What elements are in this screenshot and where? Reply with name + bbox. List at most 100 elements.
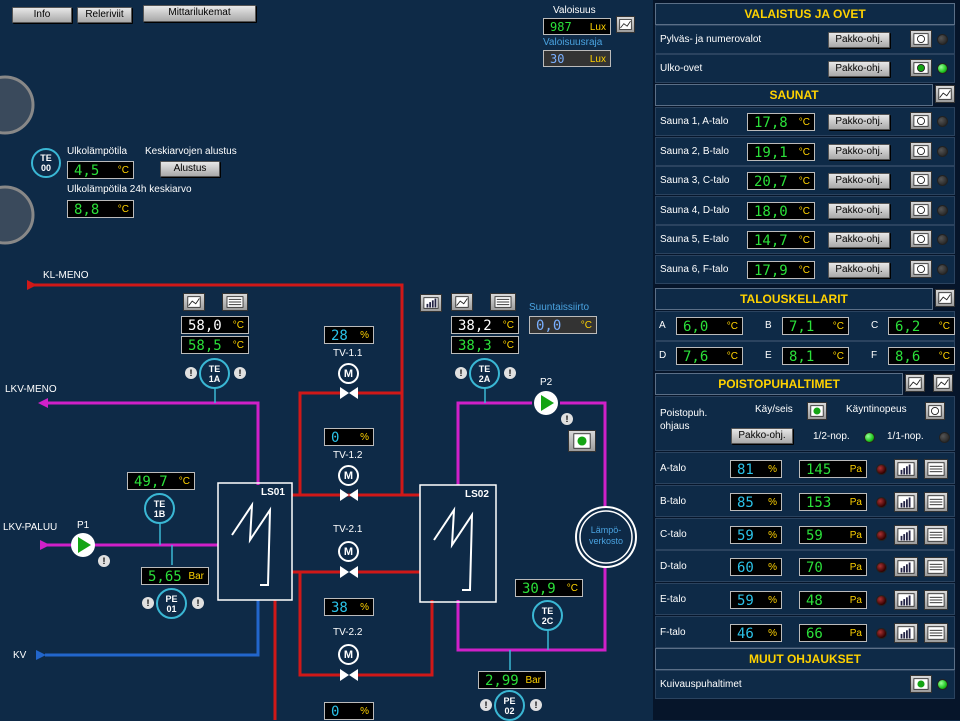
tv21-motor-icon[interactable]: M	[338, 541, 359, 562]
pakko-ohj-button[interactable]: Pakko-ohj.	[828, 114, 890, 130]
alarm-icon[interactable]: !	[455, 367, 467, 379]
alarm-icon[interactable]: !	[185, 367, 197, 379]
trend-icon[interactable]	[451, 293, 473, 311]
pakko-ohj-button[interactable]: Pakko-ohj.	[828, 61, 890, 77]
pakko-ohj-button[interactable]: Pakko-ohj.	[828, 32, 890, 48]
bar-chart-icon[interactable]	[894, 557, 918, 578]
info-button[interactable]: Info	[12, 7, 72, 23]
settings-icon[interactable]	[490, 293, 516, 311]
bar-chart-icon[interactable]	[894, 590, 918, 611]
trend-icon[interactable]	[183, 293, 205, 311]
releet-button[interactable]: Releriviit	[77, 7, 132, 23]
saunat-header: SAUNAT	[655, 84, 933, 106]
alarm-icon[interactable]: !	[561, 413, 573, 425]
settings-icon[interactable]	[924, 459, 948, 479]
power-icon[interactable]	[910, 675, 932, 693]
bar-chart-icon[interactable]	[894, 524, 918, 545]
tv11-motor-icon[interactable]: M	[338, 363, 359, 384]
te2a-bottom-display: 38,3°C	[451, 336, 519, 354]
alarm-icon[interactable]: !	[480, 699, 492, 711]
sauna-temp-display: 14,7°C	[747, 231, 815, 249]
status-led	[937, 63, 948, 74]
clock-icon[interactable]	[910, 259, 932, 278]
kellari-label: A	[659, 320, 666, 331]
alarm-led	[876, 628, 887, 639]
tv11-label: TV-1.1	[333, 348, 363, 359]
clock-icon[interactable]	[910, 200, 932, 219]
pakko-ohj-button[interactable]: Pakko-ohj.	[731, 428, 793, 444]
valve-symbols	[340, 387, 358, 681]
trend-icon[interactable]	[935, 289, 955, 307]
settings-icon[interactable]	[222, 293, 248, 311]
trend-icon[interactable]	[616, 16, 635, 33]
tv12-motor-icon[interactable]: M	[338, 465, 359, 486]
tv21-display: 38%	[324, 598, 374, 616]
bar-chart-icon[interactable]	[894, 491, 918, 512]
bar-chart-icon[interactable]	[420, 294, 442, 312]
clock-icon[interactable]	[910, 59, 932, 77]
kellari-temp-display: 7,6°C	[676, 347, 743, 365]
settings-icon[interactable]	[924, 623, 948, 643]
alarm-icon[interactable]: !	[530, 699, 542, 711]
trend-icon[interactable]	[905, 374, 925, 392]
status-led	[937, 204, 948, 216]
settings-icon[interactable]	[924, 557, 948, 578]
clock-icon[interactable]	[910, 171, 932, 189]
status-led	[937, 116, 948, 127]
alarm-icon[interactable]: !	[98, 555, 110, 567]
clock-icon[interactable]	[910, 30, 932, 48]
pakko-ohj-button[interactable]: Pakko-ohj.	[828, 232, 890, 248]
ls02-label: LS02	[465, 489, 489, 500]
valaistus-row: Pylväs- ja numerovalot Pakko-ohj.	[655, 25, 955, 54]
alarm-icon[interactable]: !	[504, 367, 516, 379]
mittarilukemat-button[interactable]: Mittarilukemat	[143, 5, 256, 22]
settings-icon[interactable]	[924, 524, 948, 545]
alustus-button[interactable]: Alustus	[160, 161, 220, 177]
kellari-temp-display: 6,2°C	[888, 317, 955, 335]
pakko-ohj-button[interactable]: Pakko-ohj.	[828, 261, 890, 278]
sauna-temp-display: 19,1°C	[747, 142, 815, 161]
power-icon[interactable]	[807, 402, 827, 420]
valoisuusraja-label: Valoisuusraja	[543, 37, 603, 48]
tv22-motor-icon[interactable]: M	[338, 644, 359, 665]
alarm-led	[876, 464, 887, 475]
te1b-display: 49,7°C	[127, 472, 195, 490]
alarm-led	[876, 595, 887, 607]
kellari-temp-display: 8,6°C	[888, 347, 955, 365]
alarm-icon[interactable]: !	[192, 597, 204, 609]
clock-icon[interactable]	[910, 112, 932, 130]
pakko-ohj-button[interactable]: Pakko-ohj.	[828, 173, 890, 189]
suuntaissiirto-input[interactable]: 0,0°C	[529, 316, 597, 334]
clock-icon[interactable]	[910, 141, 932, 160]
bar-chart-icon[interactable]	[894, 459, 918, 479]
settings-icon[interactable]	[924, 491, 948, 512]
alarm-icon[interactable]: !	[142, 597, 154, 609]
trend-icon[interactable]	[933, 374, 953, 392]
clock-icon[interactable]	[925, 402, 945, 420]
settings-icon[interactable]	[924, 590, 948, 611]
pakko-ohj-button[interactable]: Pakko-ohj.	[828, 202, 890, 219]
pump-control-icon[interactable]	[568, 430, 596, 452]
trend-icon[interactable]	[935, 85, 955, 103]
status-led	[937, 263, 948, 275]
bar-chart-icon[interactable]	[894, 623, 918, 643]
alarm-icon[interactable]: !	[234, 367, 246, 379]
clock-icon[interactable]	[910, 230, 932, 248]
full-speed-led	[939, 432, 950, 443]
pakko-ohj-button[interactable]: Pakko-ohj.	[828, 143, 890, 160]
